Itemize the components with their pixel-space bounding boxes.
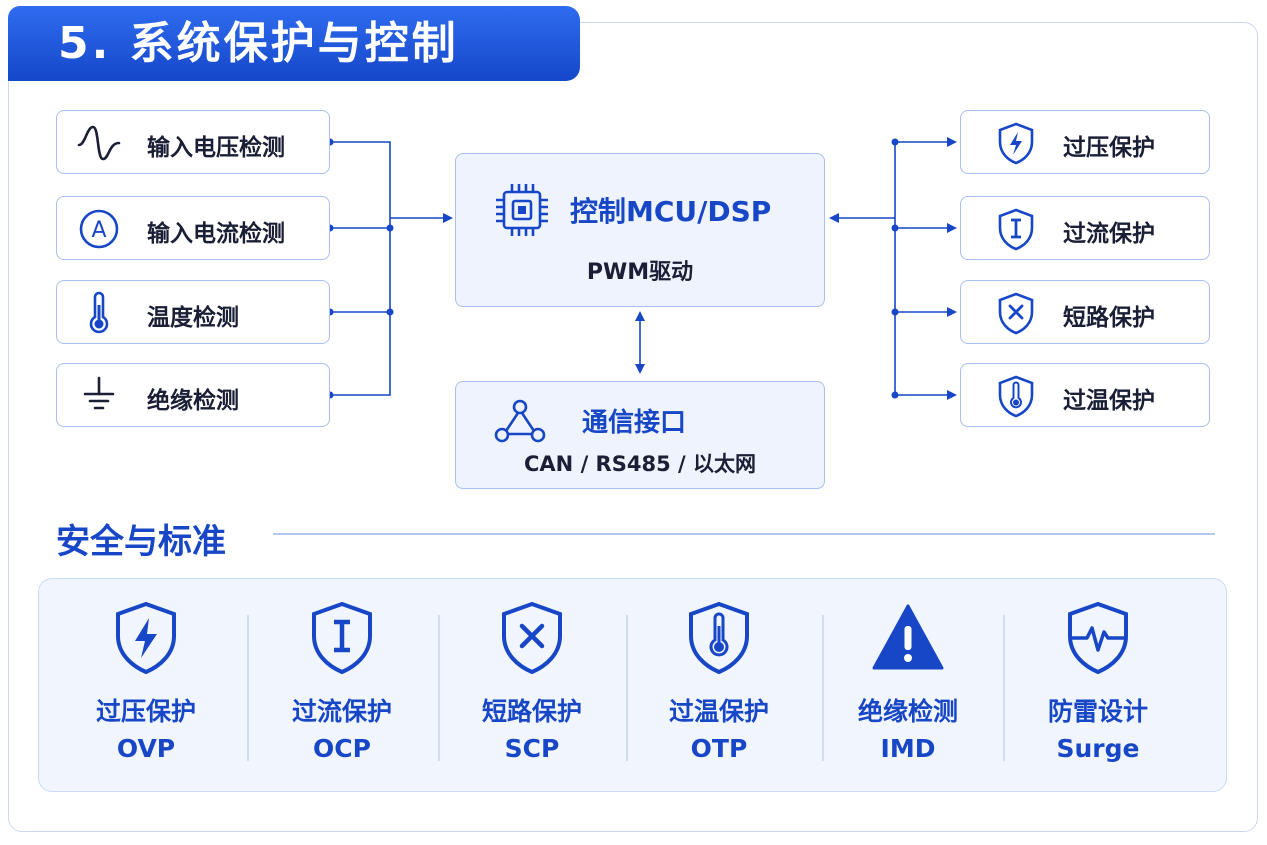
section-divider bbox=[273, 533, 1215, 535]
chip-icon bbox=[496, 184, 548, 236]
standard-scp: 短路保护 SCP bbox=[438, 578, 626, 792]
shield-current-icon bbox=[312, 601, 372, 675]
standard-ovp: 过压保护 OVP bbox=[48, 578, 244, 792]
shield-x-icon bbox=[502, 601, 562, 675]
shield-pulse-icon bbox=[1068, 601, 1128, 675]
output-overtemperature-protection: 过温保护 bbox=[960, 363, 1210, 427]
input-voltage-detection: 输入电压检测 bbox=[56, 110, 330, 174]
network-nodes-icon bbox=[494, 399, 546, 443]
warning-triangle-icon bbox=[872, 604, 944, 670]
controller-mcu-dsp: 控制MCU/DSP PWM驱动 bbox=[455, 153, 825, 307]
thermometer-icon bbox=[89, 291, 109, 334]
content-frame bbox=[8, 22, 1258, 832]
sine-wave-icon bbox=[77, 125, 121, 161]
svg-text:A: A bbox=[91, 218, 106, 243]
item-divider bbox=[438, 615, 440, 761]
ground-icon bbox=[83, 376, 115, 410]
output-overcurrent-protection: 过流保护 bbox=[960, 196, 1210, 260]
item-divider bbox=[1003, 615, 1005, 761]
shield-current-icon bbox=[998, 208, 1034, 251]
output-short-circuit-protection: 短路保护 bbox=[960, 280, 1210, 344]
item-divider bbox=[626, 615, 628, 761]
standards-panel bbox=[38, 578, 1227, 792]
standard-imd: 绝缘检测 IMD bbox=[814, 578, 1002, 792]
shield-thermometer-icon bbox=[689, 601, 749, 675]
item-divider bbox=[247, 615, 249, 761]
shield-lightning-icon bbox=[998, 122, 1034, 165]
communication-interface: 通信接口 CAN / RS485 / 以太网 bbox=[455, 381, 825, 489]
standards-section-title: 安全与标准 bbox=[56, 522, 226, 562]
standard-ocp: 过流保护 OCP bbox=[246, 578, 438, 792]
shield-x-icon bbox=[998, 292, 1034, 335]
standard-otp: 过温保护 OTP bbox=[626, 578, 812, 792]
temperature-detection: 温度检测 bbox=[56, 280, 330, 344]
shield-lightning-icon bbox=[116, 601, 176, 675]
input-current-detection: A 输入电流检测 bbox=[56, 196, 330, 260]
shield-thermometer-icon bbox=[998, 375, 1034, 418]
output-overvoltage-protection: 过压保护 bbox=[960, 110, 1210, 174]
page-title: 5. 系统保护与控制 bbox=[8, 6, 580, 81]
standard-surge: 防雷设计 Surge bbox=[1002, 578, 1194, 792]
insulation-detection: 绝缘检测 bbox=[56, 363, 330, 427]
ammeter-icon: A bbox=[79, 209, 119, 249]
item-divider bbox=[822, 615, 824, 761]
